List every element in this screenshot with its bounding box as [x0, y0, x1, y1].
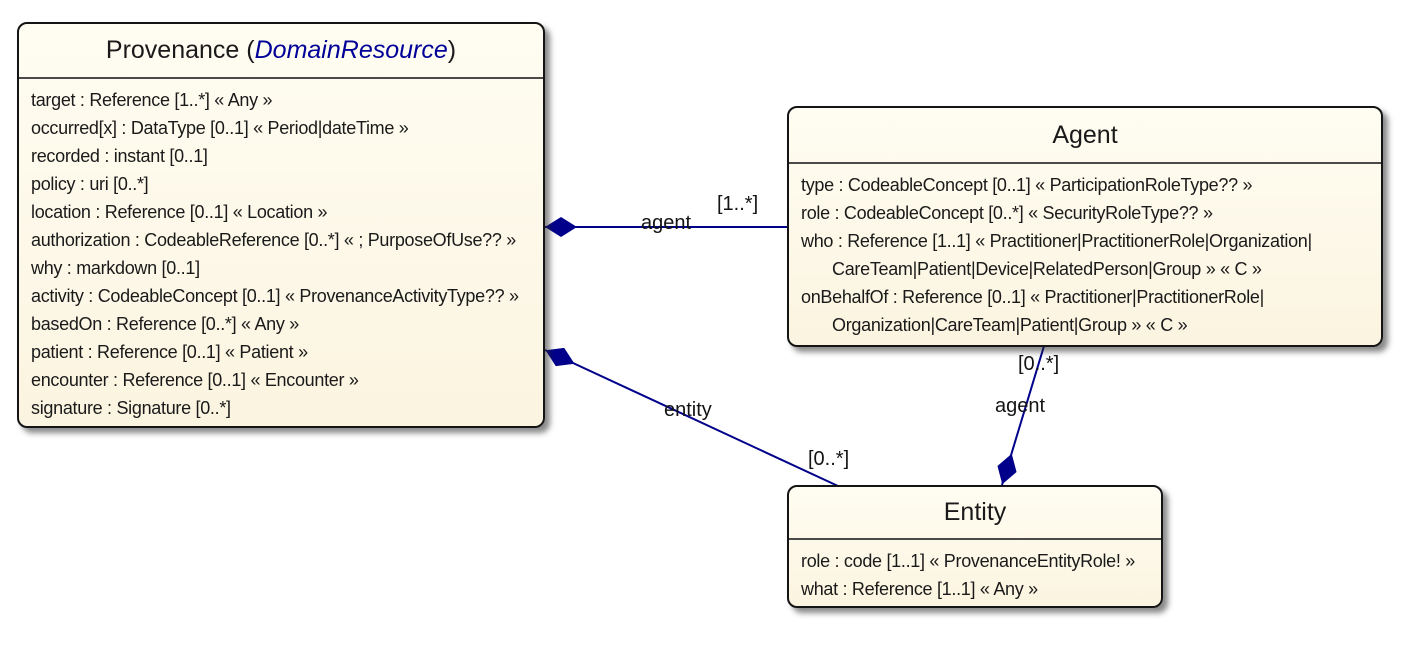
edge-entity-agent-label: agent	[995, 395, 1046, 417]
composition-diamond-agent	[545, 217, 577, 237]
edge-agent-multiplicity: [1..*]	[717, 193, 759, 215]
attribute-list-entity: role : code [1..1] « ProvenanceEntityRol…	[789, 540, 1161, 603]
class-box-agent: Agent type : CodeableConcept [0..1] « Pa…	[787, 106, 1383, 347]
attribute-row: location : Reference [0..1] « Location »	[31, 202, 328, 222]
attribute-row: type : CodeableConcept [0..1] « Particip…	[801, 175, 1253, 195]
class-name-agent: Agent	[1052, 120, 1118, 149]
attribute-row: role : code [1..1] « ProvenanceEntityRol…	[801, 551, 1136, 571]
attribute-row: activity : CodeableConcept [0..1] « Prov…	[31, 286, 519, 306]
attribute-row: what : Reference [1..1] « Any »	[801, 579, 1038, 599]
attribute-row: encounter : Reference [0..1] « Encounter…	[31, 370, 359, 390]
class-title-entity: Entity	[789, 487, 1161, 540]
attribute-row: authorization : CodeableReference [0..*]…	[31, 230, 517, 250]
edge-provenance-entity-line	[544, 349, 839, 487]
class-title-agent: Agent	[789, 108, 1381, 164]
class-name-entity: Entity	[943, 498, 1007, 526]
attribute-row: policy : uri [0..*]	[31, 174, 149, 194]
attribute-row: why : markdown [0..1]	[31, 258, 200, 278]
class-name-provenance: Provenance	[105, 36, 240, 64]
attribute-row: basedOn : Reference [0..*] « Any »	[31, 314, 299, 334]
attribute-row-continuation: Organization|CareTeam|Patient|Group » « …	[832, 315, 1188, 335]
class-box-provenance: Provenance (DomainResource) target : Ref…	[17, 22, 545, 428]
attribute-list-agent: type : CodeableConcept [0..1] « Particip…	[789, 164, 1381, 339]
parent-resource-link[interactable]: DomainResource	[254, 36, 448, 64]
attribute-row: occurred[x] : DataType [0..1] « Period|d…	[31, 118, 409, 138]
attribute-row: target : Reference [1..*] « Any »	[31, 90, 273, 110]
attribute-list-provenance: target : Reference [1..*] « Any » occurr…	[19, 79, 543, 422]
class-box-entity: Entity role : code [1..1] « ProvenanceEn…	[787, 485, 1163, 608]
edge-entity-multiplicity: [0..*]	[808, 448, 850, 470]
attribute-row: signature : Signature [0..*]	[31, 398, 231, 418]
composition-diamond-entity-agent	[997, 453, 1017, 485]
paren-close: )	[447, 36, 457, 64]
attribute-row-continuation: CareTeam|Patient|Device|RelatedPerson|Gr…	[832, 259, 1262, 279]
attribute-row: who : Reference [1..1] « Practitioner|Pr…	[801, 231, 1312, 251]
class-title-provenance: Provenance (DomainResource)	[19, 24, 543, 79]
composition-diamond-entity	[545, 347, 575, 367]
edge-entity-agent-multiplicity: [0..*]	[1018, 353, 1060, 375]
attribute-row: onBehalfOf : Reference [0..1] « Practiti…	[801, 287, 1264, 307]
attribute-row: recorded : instant [0..1]	[31, 146, 208, 166]
attribute-row: role : CodeableConcept [0..*] « Security…	[801, 203, 1213, 223]
attribute-row: patient : Reference [0..1] « Patient »	[31, 342, 308, 362]
paren-open: (	[239, 36, 255, 64]
edge-agent-label: agent	[641, 212, 692, 234]
edge-entity-label: entity	[664, 399, 712, 421]
